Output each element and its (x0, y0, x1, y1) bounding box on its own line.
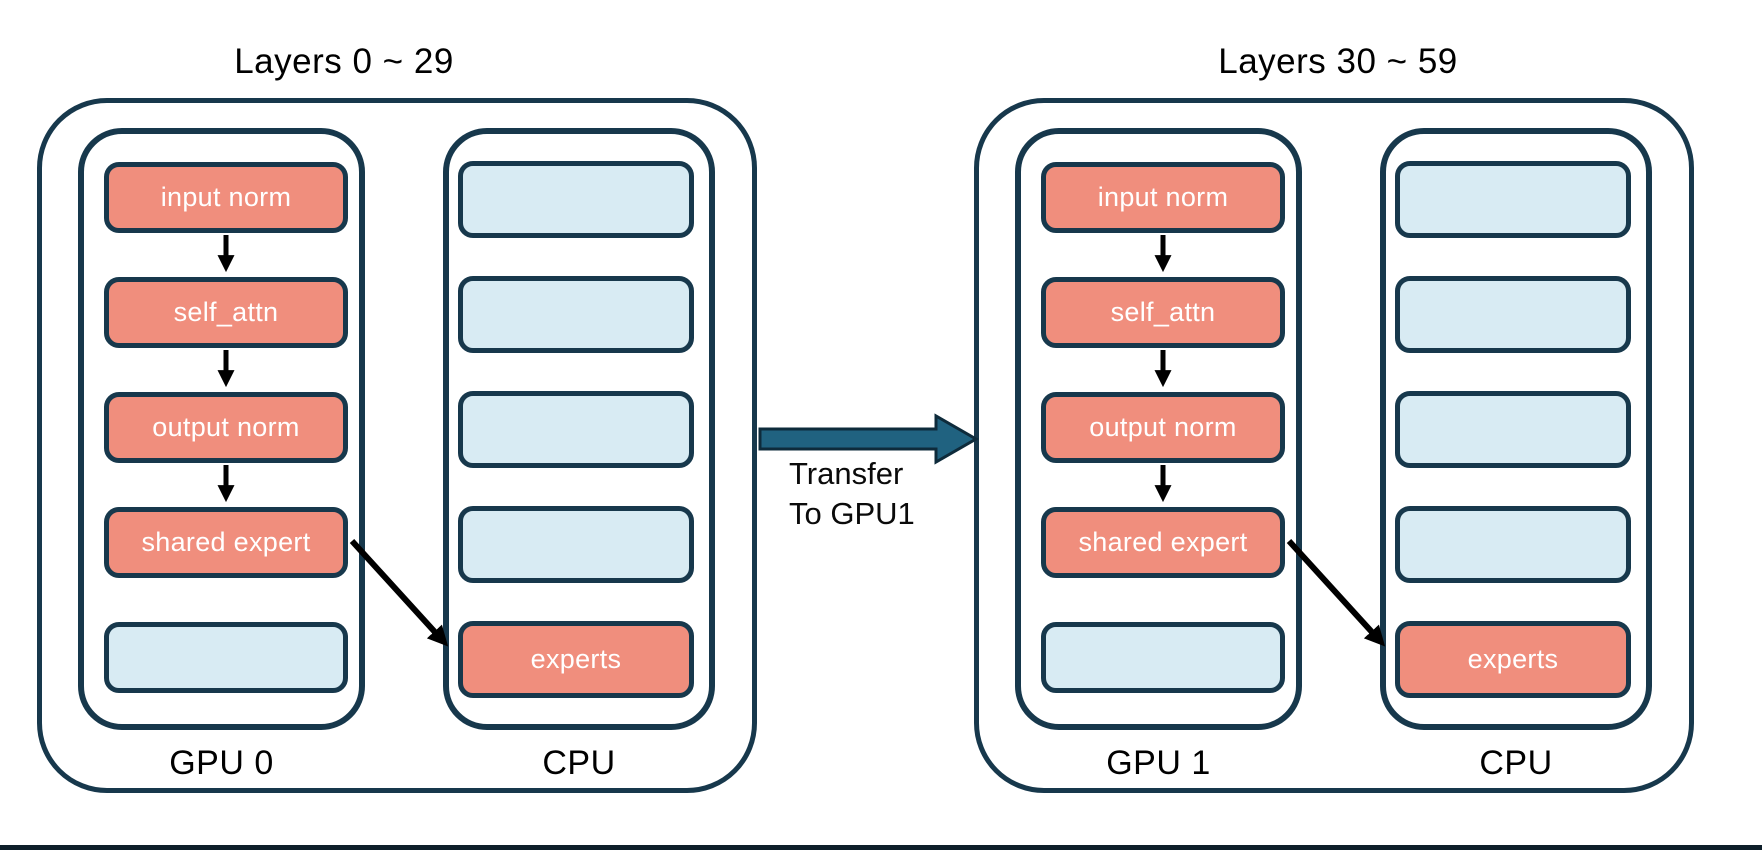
bottom-edge-bar (0, 845, 1762, 850)
layer-box-self-attn: self_attn (104, 277, 348, 348)
right-group-title: Layers 30 ~ 59 (1218, 42, 1458, 81)
gpu0-label: GPU 0 (169, 744, 274, 782)
layer-box-experts: experts (458, 621, 694, 698)
cpu-label: CPU (542, 744, 616, 782)
empty-layer-box (1041, 622, 1285, 693)
empty-layer-box (458, 161, 694, 238)
layer-box-input-norm: input norm (104, 162, 348, 233)
group-0-cpu-column (443, 128, 715, 730)
gpu1-label: GPU 1 (1106, 744, 1211, 782)
transfer-label-line1: Transfer (789, 456, 904, 491)
cpu-label: CPU (1479, 744, 1553, 782)
group-1-cpu-column (1380, 128, 1652, 730)
empty-layer-box (458, 391, 694, 468)
empty-layer-box (1395, 391, 1631, 468)
empty-layer-box (1395, 161, 1631, 238)
empty-layer-box (104, 622, 348, 693)
group-0-gpu-column (78, 128, 365, 730)
transfer-label-line2: To GPU1 (789, 496, 915, 531)
layer-box-input-norm: input norm (1041, 162, 1285, 233)
empty-layer-box (1395, 276, 1631, 353)
empty-layer-box (458, 506, 694, 583)
group-0-outer-frame (37, 98, 757, 793)
layer-box-self-attn: self_attn (1041, 277, 1285, 348)
transfer-label: Transfer To GPU1 (789, 454, 915, 534)
group-1-gpu-column (1015, 128, 1302, 730)
left-group-title: Layers 0 ~ 29 (234, 42, 454, 81)
layer-box-shared-expert: shared expert (104, 507, 348, 578)
layer-box-output-norm: output norm (1041, 392, 1285, 463)
layer-group-0: input norm self_attn output norm shared … (37, 0, 757, 850)
layer-box-shared-expert: shared expert (1041, 507, 1285, 578)
layer-box-experts: experts (1395, 621, 1631, 698)
empty-layer-box (1395, 506, 1631, 583)
layer-box-output-norm: output norm (104, 392, 348, 463)
layer-group-1: input norm self_attn output norm shared … (974, 0, 1694, 850)
empty-layer-box (458, 276, 694, 353)
